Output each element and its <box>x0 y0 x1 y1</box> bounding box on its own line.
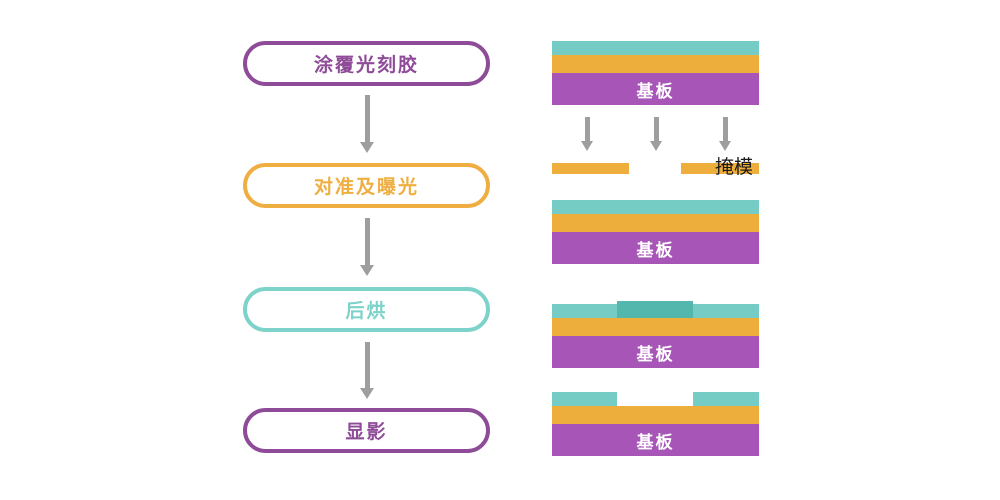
arrow-shaft <box>364 95 370 142</box>
photoresist-layer <box>552 200 759 214</box>
flow-step-align-expose: 对准及曝光 <box>243 163 490 208</box>
arrow-head <box>360 388 374 399</box>
cross-section-after-postbake: 基板 <box>552 301 759 368</box>
down-arrow-icon <box>718 117 732 151</box>
flow-step-label: 后烘 <box>345 300 388 322</box>
mask-segment-right <box>681 163 759 174</box>
exposed-photoresist-region <box>617 301 693 318</box>
flow-step-coat-photoresist: 涂覆光刻胶 <box>243 41 490 86</box>
substrate-label: 基板 <box>636 432 675 453</box>
arrow-shaft <box>364 342 370 388</box>
photoresist-segment-right <box>693 392 759 406</box>
arrow-head <box>650 141 662 151</box>
flow-step-label: 涂覆光刻胶 <box>313 54 419 76</box>
cross-section-after-develop: 基板 <box>552 392 759 456</box>
substrate-layer: 基板 <box>552 73 759 105</box>
oxide-layer <box>552 318 759 336</box>
arrow-head <box>360 265 374 276</box>
arrow-shaft <box>584 117 590 141</box>
mask-segment-left <box>552 163 629 174</box>
flow-step-develop: 显影 <box>243 408 490 453</box>
substrate-layer: 基板 <box>552 424 759 456</box>
arrow-shaft <box>722 117 728 141</box>
arrow-head <box>581 141 593 151</box>
arrow-shaft <box>653 117 659 141</box>
substrate-label: 基板 <box>636 240 675 261</box>
down-arrow-icon <box>580 117 594 151</box>
substrate-label: 基板 <box>636 81 675 102</box>
arrow-shaft <box>364 218 370 265</box>
flow-step-label: 显影 <box>345 421 388 443</box>
cross-section-after-exposure: 基板 <box>552 200 759 264</box>
mask-label: 掩模 <box>714 156 753 178</box>
down-arrow-icon <box>649 117 663 151</box>
arrow-head <box>719 141 731 151</box>
photoresist-layer <box>552 301 759 318</box>
substrate-layer: 基板 <box>552 336 759 368</box>
oxide-layer <box>552 55 759 73</box>
substrate-label: 基板 <box>636 344 675 365</box>
substrate-layer: 基板 <box>552 232 759 264</box>
down-arrow-icon <box>360 218 374 276</box>
flow-step-label: 对准及曝光 <box>313 176 419 198</box>
cross-section-after-coating: 基板 <box>552 41 759 105</box>
photoresist-layer-with-gap <box>552 392 759 406</box>
photoresist-layer <box>552 41 759 55</box>
exposure-light-arrows <box>552 117 759 151</box>
arrow-head <box>360 142 374 153</box>
down-arrow-icon <box>360 342 374 399</box>
oxide-layer <box>552 406 759 424</box>
down-arrow-icon <box>360 95 374 153</box>
photoresist-segment-left <box>552 392 617 406</box>
oxide-layer <box>552 214 759 232</box>
flow-step-postbake: 后烘 <box>243 287 490 332</box>
